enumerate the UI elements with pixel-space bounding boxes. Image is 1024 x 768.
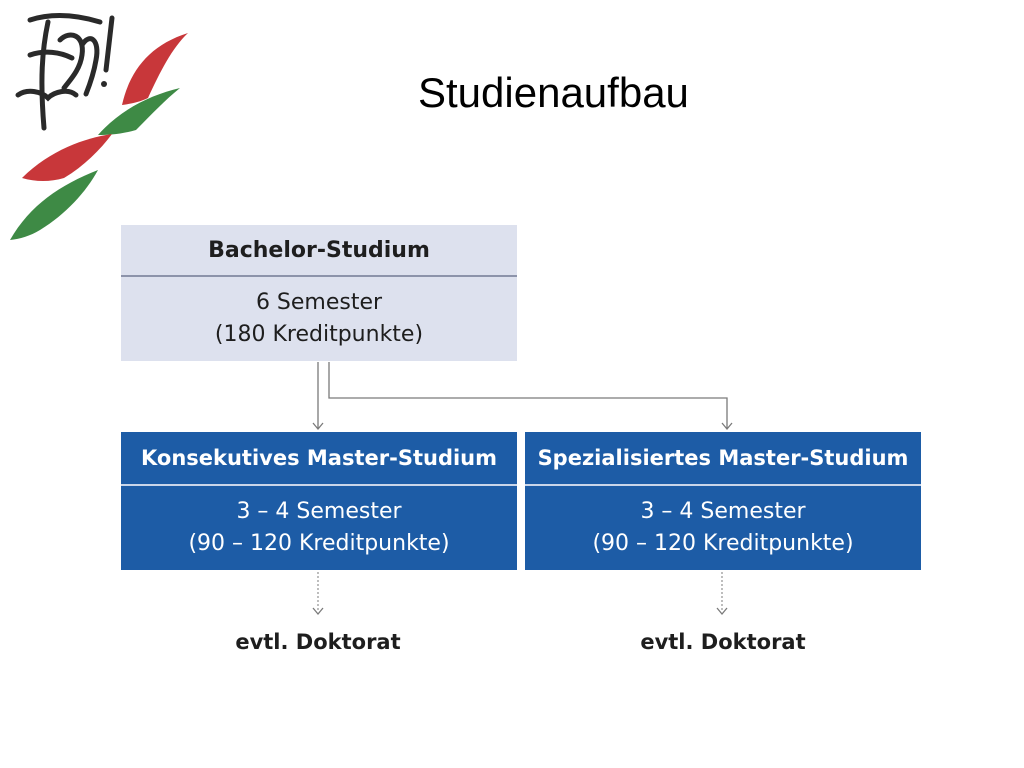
consecutive-master-title: Konsekutives Master-Studium	[140, 446, 497, 470]
arrowhead-consecutive	[312, 422, 324, 431]
doctorate-label-left: evtl. Doktorat	[235, 630, 401, 654]
green-ribbon-lower	[10, 170, 98, 240]
bachelor-box: Bachelor-Studium 6 Semester (180 Kreditp…	[121, 225, 517, 361]
bachelor-title: Bachelor-Studium	[208, 237, 430, 263]
monogram-icon	[15, 13, 115, 131]
green-ribbon-upper	[98, 88, 180, 135]
university-logo	[10, 13, 188, 240]
doctorate-label-right: evtl. Doktorat	[640, 630, 806, 654]
red-ribbon	[122, 33, 188, 105]
specialized-master-details: 3 – 4 Semester (90 – 120 Kreditpunkte)	[525, 486, 921, 570]
specialized-master-box: Spezialisiertes Master-Studium 3 – 4 Sem…	[525, 432, 921, 570]
arrowhead-doctorate-right	[716, 607, 728, 616]
bachelor-details: 6 Semester (180 Kreditpunkte)	[121, 277, 517, 361]
consecutive-master-details: 3 – 4 Semester (90 – 120 Kreditpunkte)	[121, 486, 517, 570]
specialized-master-credits: (90 – 120 Kreditpunkte)	[592, 531, 854, 556]
bachelor-divider	[121, 275, 517, 277]
arrowhead-specialized	[721, 422, 733, 431]
arrowhead-doctorate-left	[312, 607, 324, 616]
specialized-master-title: Spezialisiertes Master-Studium	[537, 446, 909, 470]
red-ribbon-lower	[22, 134, 112, 181]
consecutive-master-box: Konsekutives Master-Studium 3 – 4 Semest…	[121, 432, 517, 570]
consecutive-master-divider	[121, 484, 517, 486]
specialized-master-semesters: 3 – 4 Semester	[640, 499, 806, 524]
connector-bachelor-to-specialized	[328, 362, 728, 428]
specialized-master-divider	[525, 484, 921, 486]
slide-title: Studienaufbau	[418, 69, 689, 116]
consecutive-master-semesters: 3 – 4 Semester	[236, 499, 402, 524]
bachelor-semesters: 6 Semester	[255, 290, 383, 315]
consecutive-master-credits: (90 – 120 Kreditpunkte)	[188, 531, 450, 556]
bachelor-credits: (180 Kreditpunkte)	[214, 322, 424, 347]
